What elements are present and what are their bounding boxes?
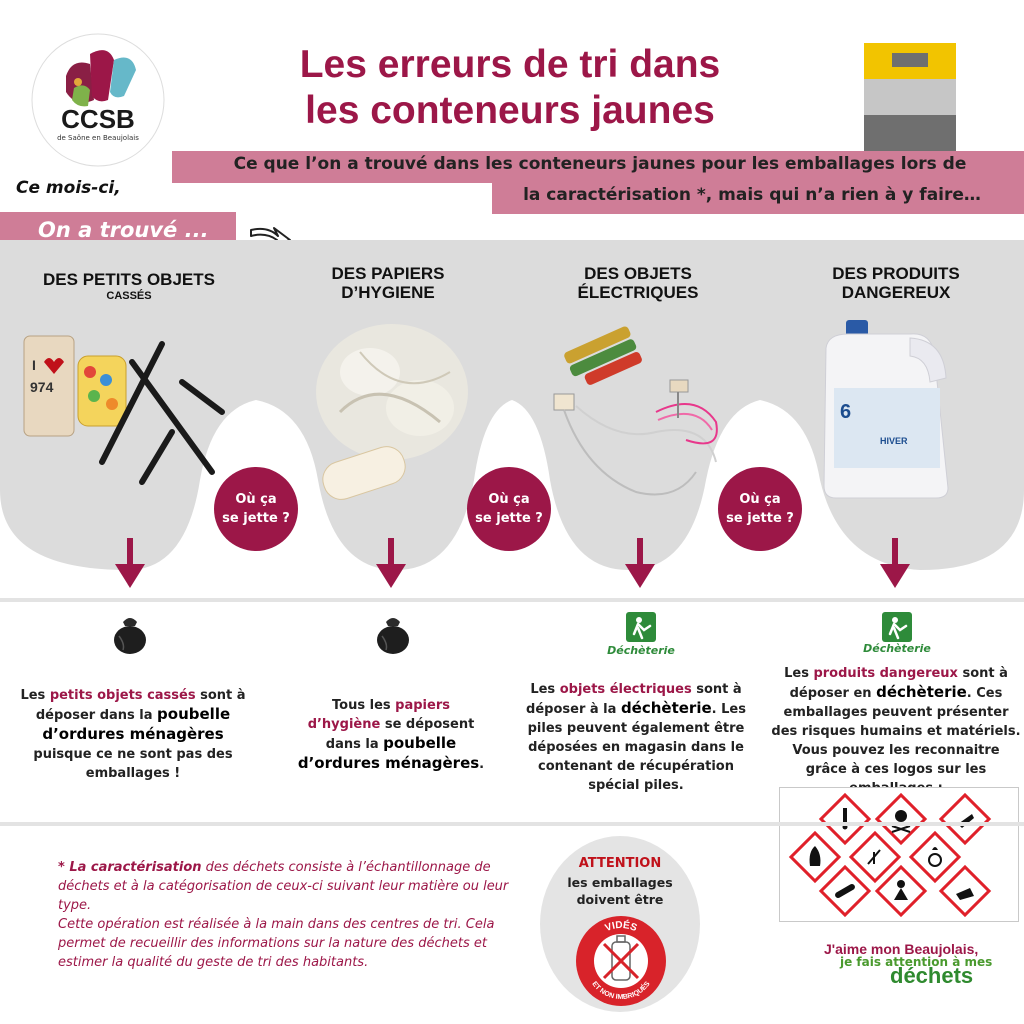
subtitle-line1: Ce que l’on a trouvé dans les conteneurs… — [233, 154, 967, 174]
desc4-bold: déchèterie — [876, 683, 967, 701]
where-circle-1-l1: Où ça — [235, 492, 277, 507]
category-4-title: DES PRODUITS DANGEREUX — [784, 264, 1008, 302]
where-circle-1: Où ça se jette ? — [214, 467, 298, 551]
description-electriques: Les objets électriques sont à déposer à … — [518, 680, 754, 795]
svg-text:VIDÉS: VIDÉS — [604, 918, 639, 934]
broken-objects-photo: I 974 — [23, 335, 225, 485]
category-1-subtitle: CASSÉS — [106, 290, 152, 302]
desc1-bold: poubelle d’ordures ménagères — [42, 705, 231, 743]
desc4-p2: sont à déposer en — [789, 666, 1008, 701]
footnote-bold: * La caractérisation — [58, 860, 202, 875]
dechetterie-label-1: Déchèterie — [607, 644, 675, 657]
badge-top-text: VIDÉS — [604, 918, 639, 934]
trash-bag-icon — [377, 618, 409, 654]
category-2-title-l1: DES PAPIERS — [331, 264, 445, 283]
desc3-p1: Les — [530, 682, 560, 697]
slogan-line1: J'aime mon Beaujolais, — [824, 941, 979, 957]
description-dangereux: Les produits dangereux sont à déposer en… — [770, 664, 1022, 798]
page-title-line2: les conteneurs jaunes — [305, 89, 715, 132]
desc3-highlight: objets électriques — [559, 682, 692, 697]
desc1-p3: puisque ce ne sont pas des emballages ! — [33, 747, 233, 781]
yellow-bin-illustration — [864, 43, 956, 151]
where-circle-2-l1: Où ça — [488, 492, 530, 507]
description-papiers: Tous les papiers d’hygiène se déposent d… — [296, 696, 486, 774]
category-1-title: DES PETITS OBJETS — [43, 270, 215, 289]
on-trouve-label: On a trouvé ... — [38, 218, 209, 242]
category-4-title-l1: DES PRODUITS — [832, 264, 960, 283]
section-divider-bottom — [0, 822, 1024, 826]
desc4-p1: Les — [784, 666, 814, 681]
desc4-p3: . Ces emballages peuvent présenter des r… — [771, 686, 1021, 796]
categories-background — [0, 240, 1024, 570]
category-3-title-l2: ÉLECTRIQUES — [577, 283, 699, 302]
logo-acronym: CCSB — [61, 104, 135, 134]
desc2-p1: Tous les — [332, 698, 396, 713]
attention-title: ATTENTION — [578, 856, 662, 871]
where-circle-3: Où ça se jette ? — [718, 467, 802, 551]
desc2-p3: . — [479, 757, 485, 772]
dechetterie-icon — [882, 612, 912, 642]
dangerous-product-photo: 6 HIVER — [823, 320, 949, 499]
hazard-pictograms-frame — [779, 787, 1019, 922]
down-arrow-icon — [625, 538, 655, 588]
slogan-line2: je fais attention à mes — [840, 955, 993, 969]
svg-text:I: I — [32, 357, 36, 373]
section-divider — [0, 598, 1024, 602]
page-title: Les erreurs de tri dans les conteneurs j… — [205, 42, 815, 134]
category-2-title-l2: D’HYGIENE — [341, 283, 435, 302]
category-4-title-l2: DANGEREUX — [841, 283, 951, 302]
desc2-highlight: papiers d’hygiène — [307, 698, 450, 732]
down-arrow-icon — [115, 538, 145, 588]
category-3-title: DES OBJETS ÉLECTRIQUES — [528, 264, 748, 302]
svg-text:6: 6 — [840, 401, 851, 423]
ce-mois-label: Ce mois-ci, — [16, 178, 121, 198]
subtitle-bar-2 — [492, 181, 1024, 214]
desc3-p3: . Les piles peuvent également être dépos… — [527, 702, 746, 793]
hygiene-paper-photo — [316, 324, 468, 500]
where-circle-2-l2: se jette ? — [475, 511, 543, 526]
footnote-part1: des déchets consiste à l’échantillonnage… — [58, 860, 509, 913]
description-petits-objets: Les petits objets cassés sont à déposer … — [14, 686, 252, 783]
page-title-line1: Les erreurs de tri dans — [299, 43, 721, 86]
where-circle-3-l1: Où ça — [739, 492, 781, 507]
electrical-objects-photo — [553, 326, 718, 496]
ccsb-logo: CCSB de Saône en Beaujolais — [28, 30, 168, 170]
where-circle-3-l2: se jette ? — [726, 511, 794, 526]
subtitle-bar-1 — [172, 151, 1024, 183]
footnote-part2: Cette opération est réalisée à la main d… — [58, 917, 495, 970]
down-arrow-icon — [880, 538, 910, 588]
down-arrow-icon — [376, 538, 406, 588]
dechetterie-label-2: Déchèterie — [863, 642, 931, 655]
desc1-p1: Les — [20, 688, 50, 703]
category-2-title: DES PAPIERS D’HYGIENE — [278, 264, 498, 302]
desc3-p2: sont à déposer à la — [526, 682, 742, 717]
subtitle-line2: la caractérisation *, mais qui n’a rien … — [523, 185, 981, 205]
photo-974-text: 974 — [30, 379, 54, 395]
where-circle-2: Où ça se jette ? — [467, 467, 551, 551]
photo-hiver-text: HIVER — [880, 436, 908, 446]
dechetterie-icon — [626, 612, 656, 642]
desc1-highlight: petits objets cassés — [49, 688, 196, 703]
category-3-title-l1: DES OBJETS — [584, 264, 692, 283]
footnote-caracterisation: * La caractérisation des déchets consist… — [58, 858, 518, 972]
desc1-p2: sont à déposer dans la — [35, 688, 246, 723]
desc2-bold: poubelle d’ordures ménagères — [297, 734, 480, 772]
desc3-bold: déchèterie — [620, 699, 712, 717]
desc4-highlight: produits dangereux — [813, 666, 958, 681]
attention-text: les emballages doivent être — [567, 875, 673, 907]
desc2-p2: se déposent dans la — [325, 717, 475, 752]
slogan-line3: déchets — [890, 963, 974, 988]
trash-bag-icon — [114, 618, 146, 654]
logo-tagline: de Saône en Beaujolais — [57, 134, 139, 142]
where-circle-1-l2: se jette ? — [222, 511, 290, 526]
vides-badge-icon: VIDÉS ET NON IMBRIQUÉS — [576, 916, 666, 1006]
